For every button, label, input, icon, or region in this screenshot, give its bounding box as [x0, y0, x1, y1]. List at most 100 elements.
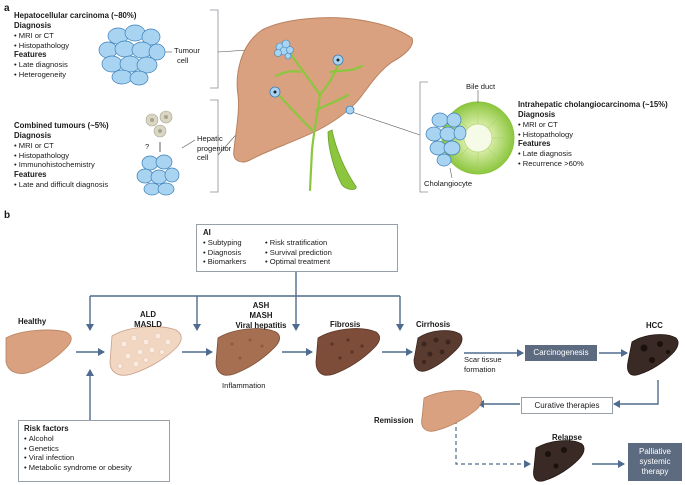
scar-tissue-label: Scar tissue formation: [464, 355, 502, 374]
risk-factors-title: Risk factors: [24, 424, 69, 433]
list-item: Subtyping: [203, 238, 246, 248]
bile-duct-label: Bile duct: [466, 82, 496, 91]
panel-b-letter: b: [4, 210, 11, 221]
label-line: therapy: [641, 467, 669, 476]
ai-list-col2: Risk stratification Survival prediction …: [265, 238, 332, 267]
bracket-right: [419, 81, 428, 193]
carcinogenesis-box: Carcinogenesis: [525, 345, 597, 361]
icc-features-heading: Features: [518, 139, 551, 149]
liver-cirrhosis: [413, 330, 463, 372]
list-item: Late diagnosis: [518, 149, 668, 159]
question-mark: ?: [145, 142, 150, 151]
list-item: Risk stratification: [265, 238, 332, 248]
bracket-left-top: [210, 9, 219, 89]
icc-diagnosis-list: MRI or CT Histopathology: [518, 120, 668, 139]
combined-info-block: Combined tumours (~5%) Diagnosis MRI or …: [14, 121, 109, 189]
risk-factors-box: Risk factors Alcohol Genetics Viral infe…: [18, 420, 170, 482]
liver-ash: [215, 328, 280, 376]
ai-list-col1: Subtyping Diagnosis Biomarkers: [203, 238, 246, 267]
icc-info-block: Intrahepatic cholangiocarcinoma (~15%) D…: [518, 100, 668, 168]
combined-tumour-cells: [136, 154, 180, 196]
liver-relapse: [533, 440, 585, 482]
label-line: Hepatic: [197, 134, 223, 143]
label-line: formation: [464, 364, 496, 374]
label-line: cell: [177, 55, 189, 65]
bile-duct-section: [425, 90, 515, 179]
label-line: MASLD: [134, 320, 162, 329]
stage-healthy-label: Healthy: [18, 317, 47, 326]
hcc-features-heading: Features: [14, 50, 47, 60]
panel-a-letter: a: [4, 3, 10, 14]
inflammation-label: Inflammation: [222, 381, 266, 390]
hcc-features-list: Late diagnosis Heterogeneity: [14, 60, 136, 79]
stage-ald-label: ALD MASLD: [128, 310, 168, 330]
cholangiocyte-label: Cholangiocyte: [424, 179, 473, 188]
list-item: Optimal treatment: [265, 257, 332, 267]
progression-arrows: [76, 348, 659, 468]
hcc-diagnosis-list: MRI or CT Histopathology: [14, 31, 136, 50]
list-item: MRI or CT: [14, 141, 109, 151]
curative-therapies-box: Curative therapies: [521, 397, 613, 414]
label-line: Palliative: [638, 447, 671, 456]
icc-features-list: Late diagnosis Recurrence >60%: [518, 149, 668, 168]
palliative-therapy-box: Palliative systemic therapy: [628, 443, 682, 481]
combined-diagnosis-list: MRI or CT Histopathology Immunohistochem…: [14, 141, 109, 170]
stage-ash-label: ASH MASH Viral hepatitis: [226, 301, 296, 331]
list-item: Late diagnosis: [14, 60, 136, 70]
stage-remission-label: Remission: [374, 416, 414, 425]
icc-title: Intrahepatic cholangiocarcinoma (~15%): [518, 100, 668, 109]
bracket-left-bottom: [210, 99, 219, 193]
liver-remission: [421, 390, 482, 432]
list-item: Diagnosis: [203, 248, 246, 258]
liver-illustration: [233, 17, 414, 192]
hcc-title: Hepatocellular carcinoma (~80%): [14, 11, 137, 20]
hcc-diagnosis-heading: Diagnosis: [14, 21, 52, 30]
list-item: Viral infection: [24, 453, 132, 463]
combined-diagnosis-heading: Diagnosis: [14, 131, 52, 140]
stage-hcc-label: HCC: [646, 321, 663, 330]
combined-features-list: Late and difficult diagnosis: [14, 180, 109, 190]
label-line: MASH: [249, 311, 273, 320]
list-item: Histopathology: [14, 41, 136, 51]
combined-title: Combined tumours (~5%): [14, 121, 109, 130]
ai-title: AI: [203, 228, 211, 237]
list-item: Survival prediction: [265, 248, 332, 258]
list-item: Biomarkers: [203, 257, 246, 267]
label-line: progenitor: [197, 143, 232, 153]
list-item: Late and difficult diagnosis: [14, 180, 109, 190]
ai-box: AI Subtyping Diagnosis Biomarkers Risk s…: [196, 224, 398, 272]
label-line: ASH: [252, 301, 270, 310]
list-item: Histopathology: [14, 151, 109, 161]
list-item: Metabolic syndrome or obesity: [24, 463, 132, 473]
stage-relapse-label: Relapse: [552, 433, 582, 442]
label-line: Tumour: [174, 46, 200, 55]
label-line: systemic: [639, 457, 671, 466]
list-item: Histopathology: [518, 130, 668, 140]
liver-ald: [109, 326, 182, 376]
list-item: Heterogeneity: [14, 70, 136, 80]
list-item: MRI or CT: [518, 120, 668, 130]
progenitor-cell-label: Hepatic progenitor cell: [197, 134, 231, 163]
liver-healthy: [5, 329, 72, 374]
label-line: Scar tissue: [464, 355, 502, 364]
tumour-cell-label: Tumour cell: [174, 46, 200, 65]
list-item: Genetics: [24, 444, 132, 454]
liver-hcc: [627, 334, 679, 376]
label-line: Viral hepatitis: [235, 321, 287, 330]
list-item: Immunohistochemistry: [14, 160, 109, 170]
list-item: MRI or CT: [14, 31, 136, 41]
risk-factors-list: Alcohol Genetics Viral infection Metabol…: [24, 434, 132, 472]
label-line: ALD: [139, 310, 157, 319]
list-item: Recurrence >60%: [518, 159, 668, 169]
combined-features-heading: Features: [14, 169, 47, 179]
stage-cirrhosis-label: Cirrhosis: [416, 320, 451, 329]
ai-feedback-lines: [86, 270, 404, 331]
progenitor-cells: [145, 110, 173, 152]
liver-fibrosis: [315, 328, 380, 376]
stage-fibrosis-label: Fibrosis: [330, 320, 361, 329]
list-item: Alcohol: [24, 434, 132, 444]
label-line: cell: [197, 153, 209, 163]
relapse-dashed-arrow: [455, 420, 531, 468]
icc-diagnosis-heading: Diagnosis: [518, 110, 556, 119]
